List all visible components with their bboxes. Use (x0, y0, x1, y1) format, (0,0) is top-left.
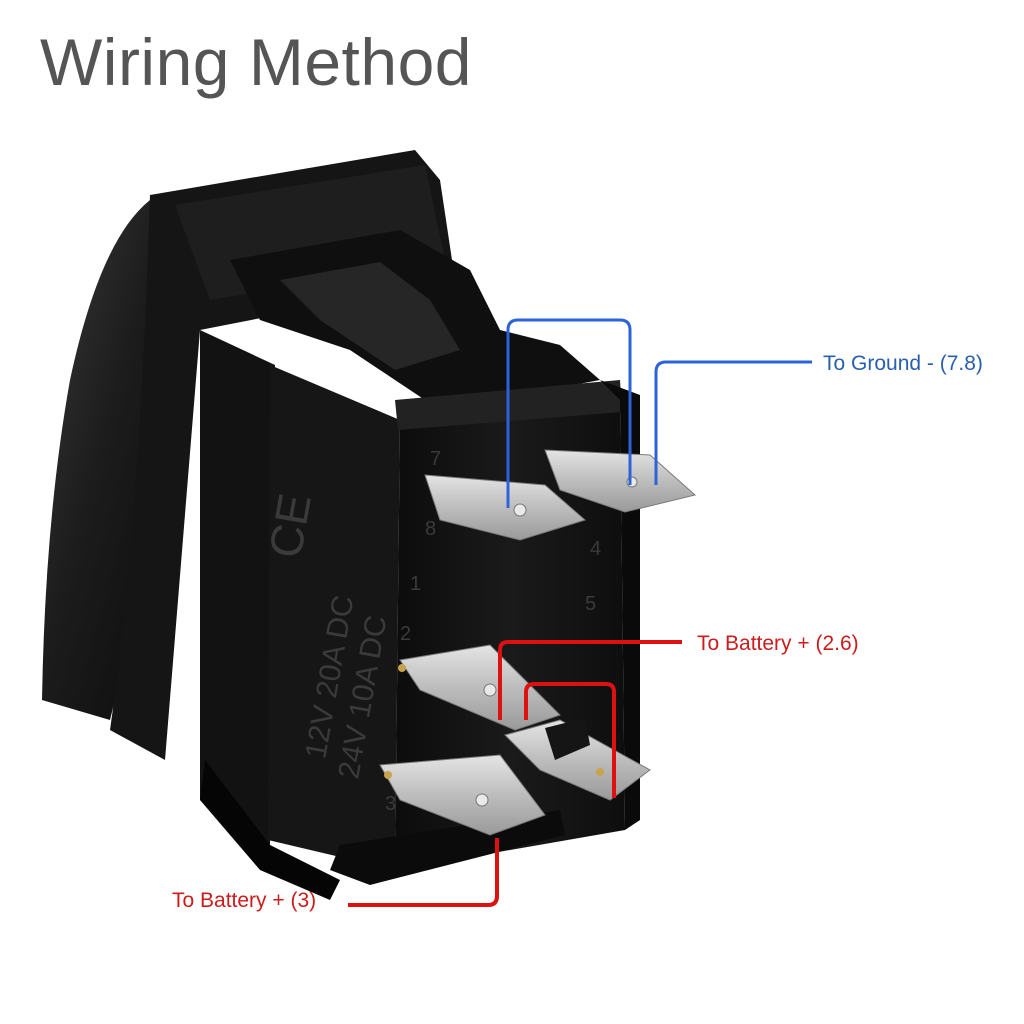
pin-number: 3 (385, 793, 396, 815)
battery-label-3: To Battery + (3) (172, 889, 316, 912)
pin-number: 2 (400, 623, 411, 645)
battery-wire (348, 640, 682, 907)
battery-label-2-6: To Battery + (2.6) (697, 632, 859, 655)
rocker-switch-icon (42, 150, 697, 900)
terminal-7-8 (424, 474, 587, 541)
pin-number: 1 (410, 573, 421, 595)
pin-number: 5 (585, 593, 596, 615)
pin-number: 4 (590, 538, 601, 560)
terminal-3 (379, 754, 546, 836)
housing-markings: CE 12V 20A DC 24V 10A DC 7 8 1 2 4 5 3 (259, 448, 601, 815)
terminal-2-6 (399, 644, 561, 731)
pin-number: 7 (430, 448, 441, 470)
ground-wire (506, 318, 812, 508)
ce-mark: CE (259, 490, 321, 562)
page-title: Wiring Method (40, 25, 472, 99)
pin-number: 8 (425, 518, 436, 540)
ground-label: To Ground - (7.8) (823, 352, 983, 375)
